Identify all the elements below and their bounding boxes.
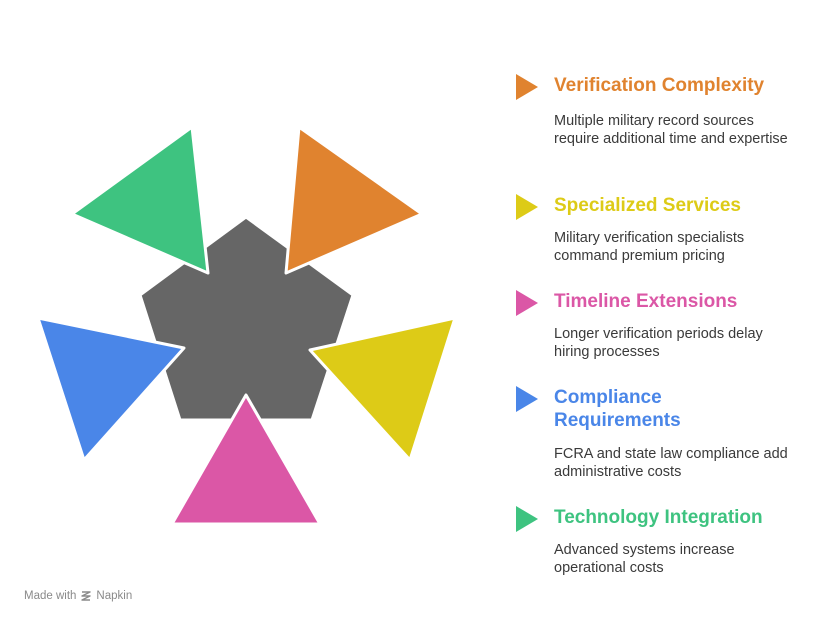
napkin-logo-icon (81, 591, 92, 601)
triangle-verification-complexity (284, 125, 424, 275)
item-description: FCRA and state law compliance add admini… (554, 446, 788, 480)
item-description: Longer verification periods delay hiring… (554, 326, 763, 360)
item-title: Verification Complexity (554, 75, 765, 96)
triangle-marker-icon (516, 74, 538, 100)
triangle-marker-icon (516, 194, 538, 220)
triangle-marker-icon (516, 506, 538, 532)
triangle-specialized-services (308, 316, 457, 462)
item-title: Specialized Services (554, 195, 741, 216)
item-description: Military verification specialists comman… (554, 230, 745, 264)
triangle-marker-icon (516, 386, 538, 412)
item-description: Advanced systems increase operational co… (554, 542, 735, 576)
item-title: Technology Integration (554, 507, 763, 528)
footer-brand: Napkin (96, 590, 133, 602)
item-title: Timeline Extensions (554, 291, 738, 312)
footer-prefix: Made with (24, 590, 77, 602)
made-with-napkin-credit: Made with Napkin (24, 590, 132, 602)
triangle-marker-icon (516, 290, 538, 316)
item-description: Multiple military record sources require… (554, 113, 788, 147)
pentagon-diagram (36, 125, 457, 526)
triangle-timeline-extensions (170, 393, 322, 526)
item-title: Compliance Requirements (554, 387, 681, 431)
triangle-technology-integration (70, 125, 210, 275)
triangle-compliance-requirements (36, 316, 186, 462)
